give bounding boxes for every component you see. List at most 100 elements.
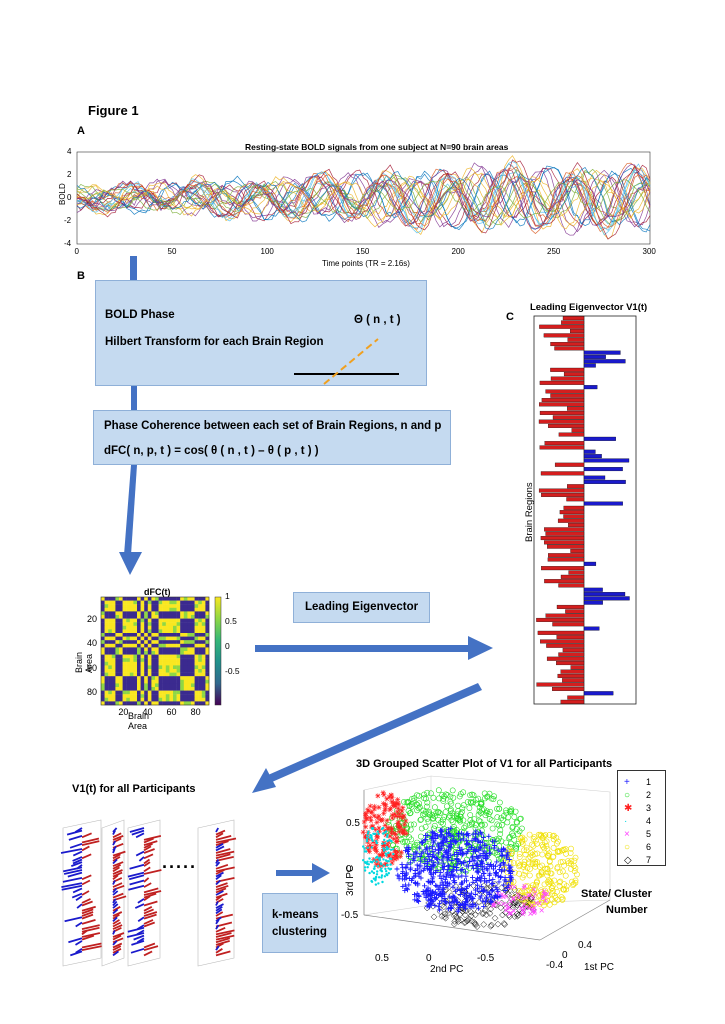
eigenvector-bar-negative xyxy=(559,510,585,515)
leading-eigenvector-label: Leading Eigenvector xyxy=(305,601,419,613)
scatter-point xyxy=(455,907,461,913)
scatter-point xyxy=(418,858,424,864)
scatter-point xyxy=(472,858,478,864)
scatter-point xyxy=(454,867,460,873)
legend-item: ○2 xyxy=(624,785,662,803)
scatter-point xyxy=(459,873,465,879)
scatter-point xyxy=(494,849,501,856)
scatter-point xyxy=(515,841,522,847)
scatter-point xyxy=(372,871,376,875)
eigenvector-bar-negative xyxy=(538,488,585,493)
scatter-point xyxy=(485,867,491,873)
scatter-point xyxy=(497,827,504,834)
participant-bar xyxy=(215,911,224,917)
scatter-point xyxy=(495,894,501,900)
scatter-point xyxy=(466,805,473,811)
participant-bar xyxy=(143,858,151,865)
scatter-point xyxy=(469,855,475,861)
scatter-point xyxy=(388,838,391,842)
scatter-point xyxy=(442,791,449,798)
eigenvector-bar-positive xyxy=(583,363,596,368)
scatter-point xyxy=(399,861,405,867)
scatter-point xyxy=(524,865,531,871)
scatter-point xyxy=(500,920,508,927)
participant-bar xyxy=(112,856,121,862)
scatter-point xyxy=(370,834,373,838)
scatter-point xyxy=(376,804,382,810)
participant-bar xyxy=(72,856,83,862)
participant-bar xyxy=(143,911,158,917)
scatter-point xyxy=(492,892,498,898)
scatter-point xyxy=(414,792,420,798)
eigenvector-bar-negative xyxy=(539,445,585,450)
eigenvector-bar-negative xyxy=(548,423,585,428)
eigenvector-bar-positive xyxy=(583,561,597,566)
eigenvector-bar-positive xyxy=(583,359,626,364)
scatter-point xyxy=(478,829,484,835)
bold-plot-xlabel: Time points (TR = 2.16s) xyxy=(322,259,410,268)
scatter-point xyxy=(392,847,398,853)
scatter-point xyxy=(382,858,385,861)
participant-bar xyxy=(215,874,222,881)
legend-number: 3 xyxy=(646,803,652,813)
scatter-point xyxy=(481,871,487,876)
scatter-point xyxy=(370,823,376,829)
scatter-point xyxy=(504,884,510,890)
scatter-point xyxy=(403,839,410,845)
scatter-point xyxy=(487,808,493,815)
eigenvector-bar-positive xyxy=(583,354,606,359)
scatter-point xyxy=(407,821,414,828)
scatter-point xyxy=(434,868,440,874)
scatter-point xyxy=(427,790,434,797)
scatter-point xyxy=(452,851,458,857)
scatter-point xyxy=(452,883,460,890)
scatter-point xyxy=(399,813,405,819)
eigenvector-bar-positive xyxy=(583,449,596,454)
participant-bar xyxy=(215,884,229,891)
eigenvector-bar-negative xyxy=(545,389,585,394)
participant-bar xyxy=(215,827,219,833)
scatter-point xyxy=(363,866,367,869)
participant-bar xyxy=(81,919,96,925)
scatter-point xyxy=(460,802,467,809)
eigenvector-bar-negative xyxy=(541,398,585,403)
scatter-point xyxy=(403,848,409,854)
scatter-point xyxy=(549,884,555,891)
scatter-point xyxy=(395,849,401,855)
legend-number: 1 xyxy=(646,777,652,787)
scatter-point xyxy=(542,891,548,896)
scatter-point xyxy=(433,882,439,888)
scatter-point xyxy=(403,882,409,888)
bold-plot-title: Resting-state BOLD signals from one subj… xyxy=(245,142,509,152)
scatter-point xyxy=(436,907,442,913)
scatter-point xyxy=(429,812,436,819)
scatter-point xyxy=(459,880,465,886)
scatter-point xyxy=(380,874,384,877)
scatter-point xyxy=(571,868,578,875)
scatter-point xyxy=(550,836,557,843)
participant-bar xyxy=(112,832,122,839)
scatter-point xyxy=(448,806,454,813)
scatter-point xyxy=(389,863,392,866)
scatter-point xyxy=(385,842,391,848)
eigenvector-bar-negative xyxy=(547,557,585,562)
scatter-point xyxy=(534,898,540,905)
scatter-point xyxy=(379,818,385,824)
eigenvector-bar-positive xyxy=(583,436,616,441)
legend-marker-icon: ○ xyxy=(624,790,631,801)
scatter-point xyxy=(376,830,379,833)
scatter-point xyxy=(470,799,477,806)
scatter-point xyxy=(430,835,436,841)
scatter-point xyxy=(419,811,426,818)
scatter-point xyxy=(457,888,463,894)
scatter-point xyxy=(480,867,486,873)
scatter-point xyxy=(431,852,437,858)
scatter-point xyxy=(440,798,447,804)
scatter-point xyxy=(421,795,428,802)
participant-bar xyxy=(215,859,220,864)
scatter-point xyxy=(391,836,397,842)
scatter-point xyxy=(434,855,440,861)
scatter-point xyxy=(527,892,533,898)
scatter-point xyxy=(455,918,462,925)
